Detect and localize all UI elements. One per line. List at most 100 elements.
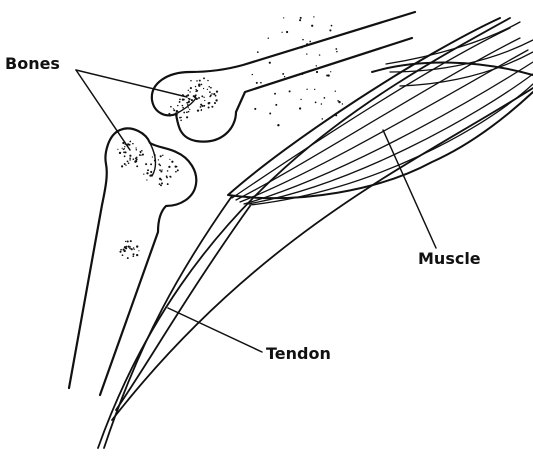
stipple-dot	[136, 254, 138, 256]
stipple-dot	[182, 105, 184, 107]
stipple-dot	[142, 154, 144, 156]
stipple-dot	[160, 184, 162, 186]
stipple-dot	[168, 113, 170, 115]
stipple-dot	[141, 150, 143, 152]
stipple-dot	[201, 110, 202, 111]
stipple-dot	[214, 103, 215, 104]
stipple-dot	[283, 17, 284, 18]
stipple-dot	[176, 110, 178, 112]
stipple-dot	[133, 247, 134, 248]
stipple-dot	[216, 90, 218, 92]
stipple-dot	[306, 43, 308, 45]
stipple-dot	[300, 99, 301, 100]
stipple-dot	[124, 144, 125, 145]
stipple-dot	[203, 88, 204, 89]
stipple-dot	[209, 102, 211, 104]
stipple-dot	[127, 160, 129, 162]
muscle-outline	[228, 18, 533, 198]
stipple-dot	[188, 111, 190, 113]
stipple-dot	[254, 108, 256, 110]
stipple-dot	[160, 170, 162, 172]
stipple-dot	[146, 172, 148, 174]
stipple-dot	[190, 87, 192, 89]
stipple-dot	[134, 161, 136, 163]
stipple-dot	[132, 143, 134, 145]
stipple-dot	[306, 89, 307, 90]
stipple-dot	[170, 106, 172, 108]
stipple-dot	[189, 91, 190, 92]
stipple-dot	[186, 95, 187, 96]
stipple-dot	[257, 51, 259, 53]
stipple-dot	[121, 165, 123, 167]
stipple-dot	[155, 154, 156, 155]
stipple-dot	[302, 73, 304, 75]
stipple-dot	[119, 152, 121, 154]
stipple-dot	[149, 175, 151, 177]
stipple-dot	[186, 102, 188, 104]
stipple-dot	[182, 107, 184, 109]
stipple-dot	[177, 105, 178, 106]
stipple-dot	[180, 120, 182, 122]
stipple-dot	[170, 176, 171, 177]
stipple-dot	[331, 25, 333, 27]
stipple-dot	[314, 89, 315, 90]
upper-bone-outline	[152, 12, 415, 142]
stipple-dot	[188, 107, 189, 108]
stipple-dot	[119, 251, 121, 253]
stipple-dot	[182, 98, 184, 100]
stipple-dot	[131, 248, 133, 250]
stipple-dot	[189, 98, 191, 100]
stipple-dot	[286, 31, 288, 33]
stipple-dot	[169, 159, 170, 160]
stipple-dot	[195, 90, 197, 92]
stipple-dot	[256, 82, 258, 84]
stipple-dot	[181, 117, 182, 118]
stipple-dot	[195, 89, 196, 90]
stipple-dot	[322, 118, 324, 120]
stipple-dot	[159, 169, 161, 171]
stipple-dot	[129, 141, 131, 143]
stipple-dot	[188, 102, 190, 104]
stipple-dot	[123, 151, 125, 153]
stipple-dot	[162, 155, 163, 156]
stipple-dot	[150, 163, 152, 165]
stipple-dot	[215, 95, 217, 97]
stipple-dot	[129, 248, 131, 250]
stipple-dot	[122, 254, 124, 256]
stipple-dot	[138, 250, 139, 251]
stipple-dot	[125, 165, 126, 166]
stipple-dot	[134, 249, 135, 250]
stipple-dot	[316, 65, 317, 66]
stipple-dot	[140, 151, 141, 152]
stipple-dot	[277, 124, 279, 126]
stipple-dot	[135, 147, 136, 148]
stipple-dot	[198, 83, 200, 85]
stipple-dot	[197, 109, 199, 111]
stipple-dot	[215, 99, 217, 101]
stipple-dot	[122, 142, 124, 144]
stipple-dot	[207, 80, 208, 81]
stipple-dot	[315, 102, 317, 104]
stipple-dot	[126, 246, 128, 248]
stipple-dot	[135, 160, 136, 161]
stipple-dot	[274, 93, 276, 95]
stipple-dot	[125, 241, 126, 242]
stipple-dot	[301, 47, 303, 49]
stipple-dot	[268, 37, 269, 38]
stipple-dot	[196, 80, 198, 82]
tendon	[98, 18, 533, 448]
stipple-dot	[269, 113, 271, 115]
stipple-dot	[311, 25, 313, 27]
stipple-dot	[330, 71, 331, 72]
stipple-dot	[177, 169, 179, 171]
stipple-dot	[213, 93, 215, 95]
stipple-dot	[309, 41, 311, 43]
stipple-dot	[136, 165, 138, 167]
stipple-dot	[316, 71, 318, 73]
stipple-dot	[289, 90, 291, 92]
stipple-dot	[133, 158, 135, 160]
stipple-dot	[191, 99, 193, 101]
stipple-dot	[327, 74, 329, 76]
stipple-dot	[302, 39, 304, 41]
stipple-dot	[178, 111, 179, 112]
